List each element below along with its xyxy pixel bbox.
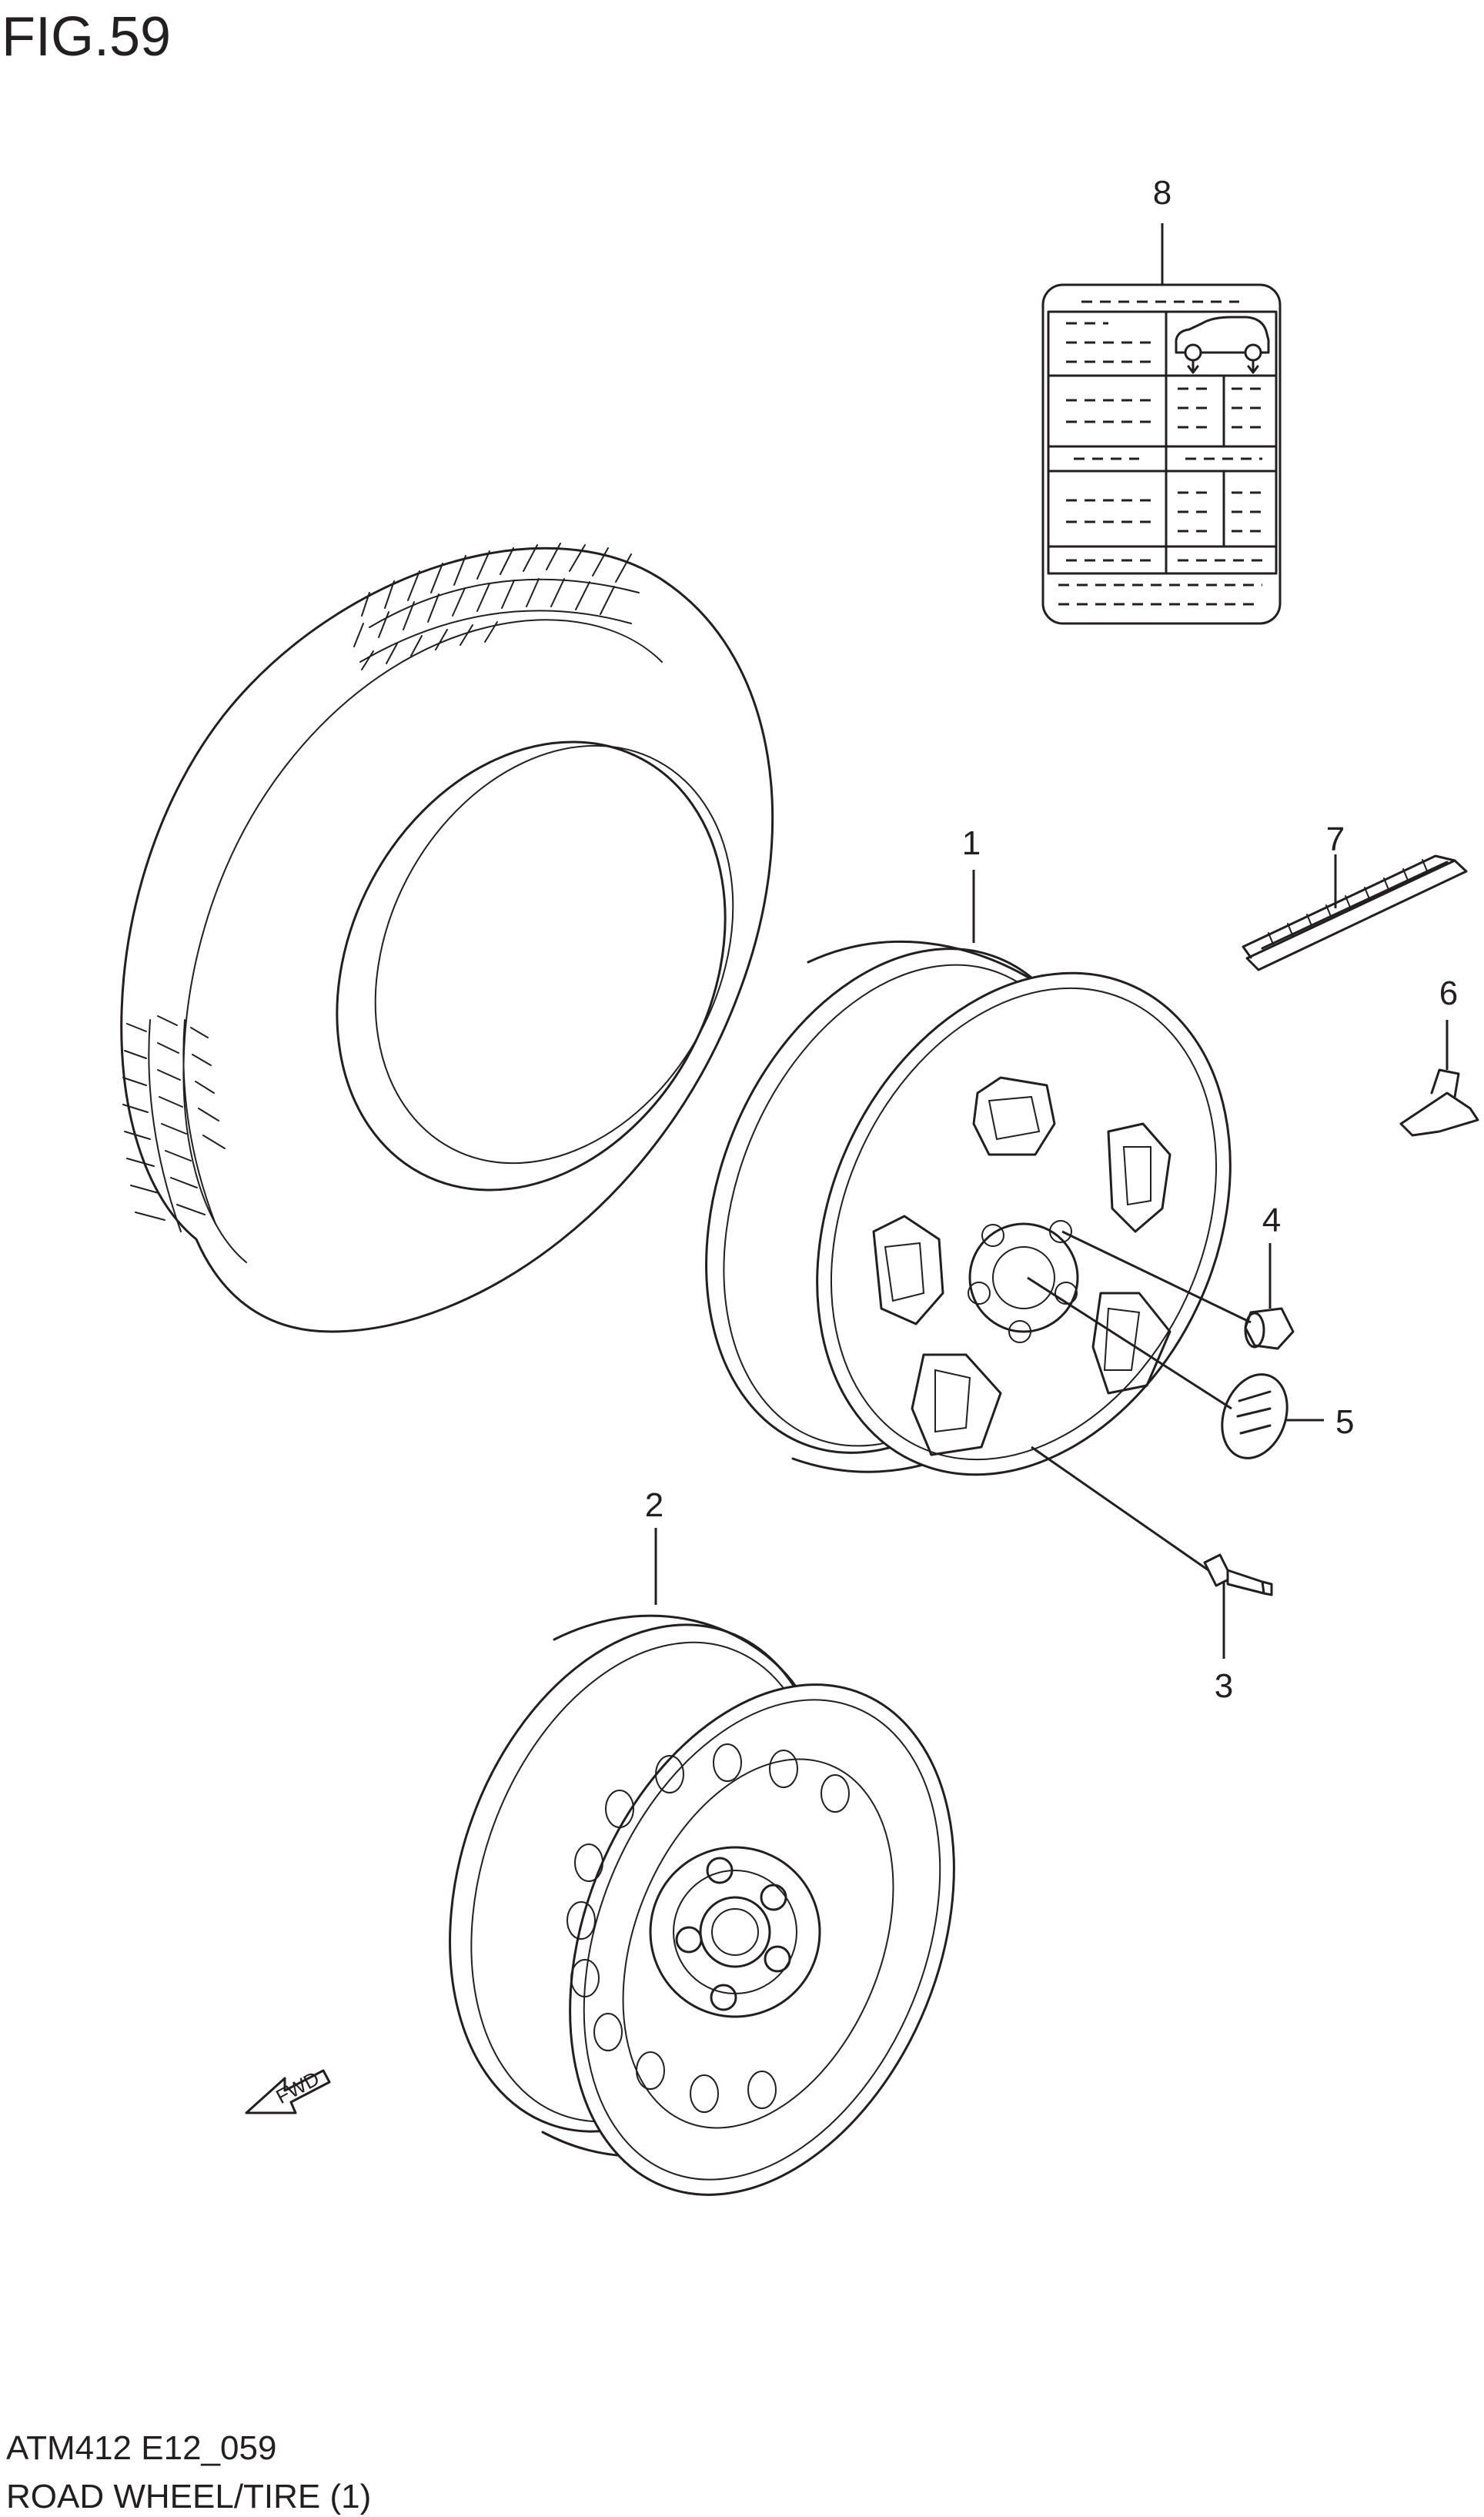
balance-weight-strip[interactable] bbox=[1242, 854, 1468, 971]
tire-pressure-label[interactable] bbox=[1041, 283, 1282, 625]
callout-8: 8 bbox=[1153, 174, 1171, 212]
callout-5: 5 bbox=[1335, 1403, 1354, 1441]
wheel-nut[interactable] bbox=[1244, 1307, 1295, 1350]
callout-2: 2 bbox=[645, 1486, 663, 1524]
tread-left bbox=[122, 1015, 226, 1232]
figure-caption: ROAD WHEEL/TIRE (1) bbox=[6, 2478, 371, 2515]
fwd-label: FWD bbox=[272, 2067, 323, 2108]
tire[interactable] bbox=[120, 543, 804, 1333]
callout-3: 3 bbox=[1215, 1667, 1233, 1705]
steel-wheel[interactable] bbox=[383, 1572, 1026, 2252]
valve-stem[interactable] bbox=[1203, 1553, 1273, 1596]
lug-holes bbox=[968, 1220, 1078, 1343]
tread-top bbox=[353, 543, 640, 670]
callout-7: 7 bbox=[1326, 821, 1345, 858]
callout-1: 1 bbox=[962, 824, 981, 862]
alloy-wheel[interactable] bbox=[635, 891, 1309, 1543]
hub-lug-holes bbox=[675, 1857, 791, 2011]
leader-lines bbox=[654, 223, 1449, 1659]
figure-title: FIG.59 bbox=[2, 6, 171, 68]
arrow-left-icon: FWD bbox=[245, 2067, 331, 2114]
car-icon bbox=[1175, 316, 1270, 374]
balance-weight-clip[interactable] bbox=[1399, 1068, 1479, 1137]
figure-code: ATM412 E12_059 bbox=[6, 2429, 276, 2467]
callout-4: 4 bbox=[1262, 1202, 1281, 1239]
wheel-spokes bbox=[872, 1076, 1171, 1456]
center-cap[interactable] bbox=[1211, 1365, 1298, 1468]
vent-holes bbox=[567, 1743, 850, 2113]
callout-6: 6 bbox=[1439, 974, 1458, 1012]
